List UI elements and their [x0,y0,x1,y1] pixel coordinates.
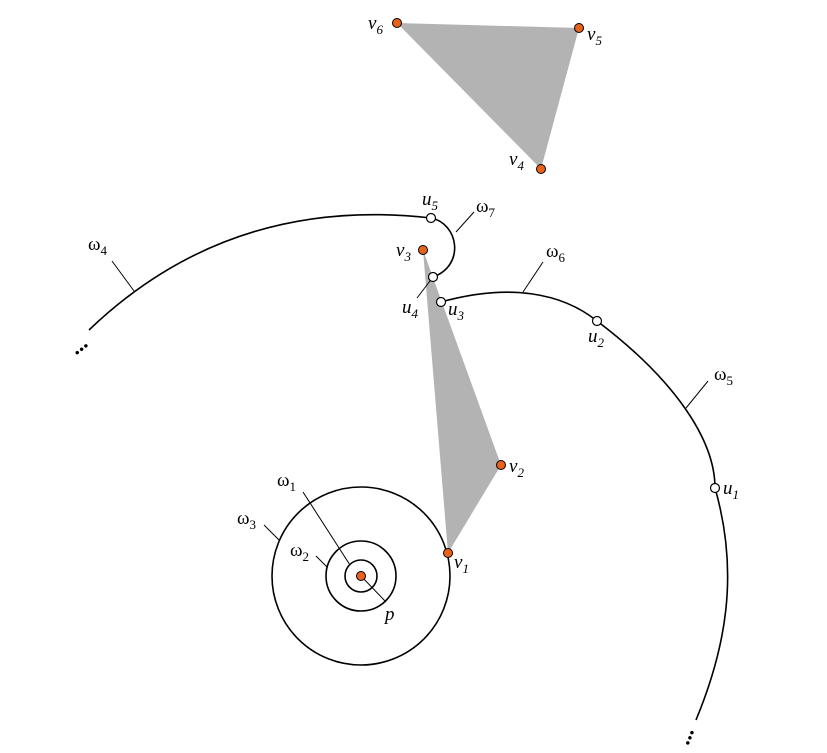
label-v4: v4 [509,149,524,173]
point-u4 [427,271,439,283]
leader-omega-6 [522,261,544,293]
label-omega-7: ω7 [476,196,496,220]
circle-omega-1 [344,559,378,593]
triangle-v4-v5-v6 [397,23,579,169]
label-omega-3: ω3 [237,508,256,532]
label-omega-6: ω6 [546,241,566,265]
label-v6: v6 [368,13,383,37]
ellipsis-bottom: ... [670,723,699,748]
label-p: p [383,604,395,625]
label-v3: v3 [396,240,411,264]
leader-omega-2 [315,555,328,568]
label-omega-1: ω1 [277,470,296,494]
vertex-v5 [574,23,584,33]
triangle-v1-v2-v3 [423,250,501,553]
arc-omega-6 [440,291,598,322]
point-u2 [591,315,603,327]
vertex-v3 [418,245,428,255]
leader-p [360,575,387,603]
point-u5 [425,212,437,224]
point-u3 [435,296,447,308]
vertex-v4 [536,164,546,174]
label-u5: u5 [422,189,439,213]
arc-omega-7 [430,217,456,278]
label-omega-4: ω4 [88,234,108,258]
ellipsis-left: ... [64,330,92,360]
point-u1 [709,482,721,494]
label-omega-2: ω2 [290,540,309,564]
vertex-v2 [496,460,506,470]
label-u3: u3 [448,299,465,323]
label-u4: u4 [402,297,419,321]
label-v1: v1 [454,552,469,576]
circle-omega-2 [325,540,397,612]
circle-omega-3 [271,486,451,666]
leader-omega-3 [263,524,280,541]
leader-omega-7 [455,211,475,233]
label-v5: v5 [587,24,602,48]
vertex-v6 [392,18,402,28]
arc-omega-4 [88,213,432,331]
label-v2: v2 [509,456,524,480]
vertex-v1 [443,548,453,558]
arc-omega-5 [596,320,729,721]
label-u1: u1 [723,478,739,502]
point-p [356,571,366,581]
label-omega-5: ω5 [714,364,733,388]
leader-omega-4 [111,260,135,292]
label-u2: u2 [588,326,605,350]
leader-omega-5 [685,380,709,409]
leader-omega-1 [302,491,351,566]
